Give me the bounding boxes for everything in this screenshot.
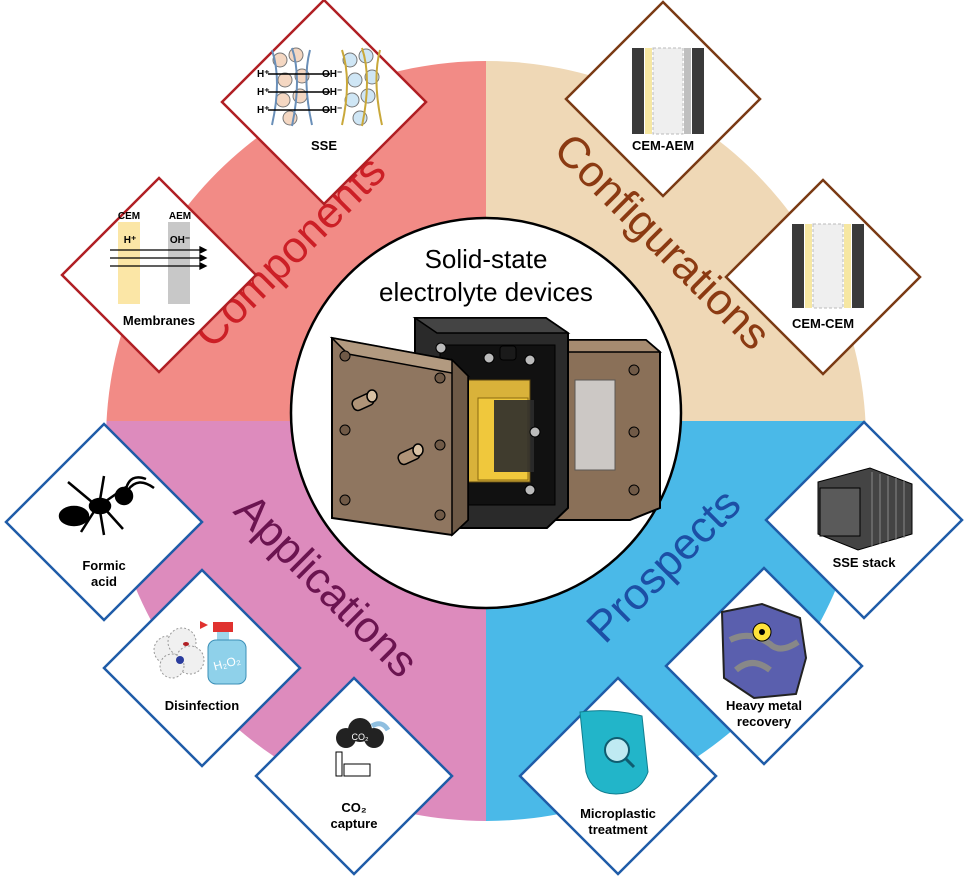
sse-oh-label-1: OH⁻	[322, 69, 342, 80]
sse-label: SSE	[311, 138, 337, 153]
card-disinfection: H₂O₂ Disinfection	[102, 568, 302, 768]
bottle-text: H₂O₂	[212, 653, 242, 674]
heavy-metal-line2: recovery	[737, 714, 792, 729]
factory-icon: CO₂	[335, 718, 391, 777]
germ-cloud-icon	[153, 627, 205, 679]
card-formic-acid: Formic acid	[4, 422, 204, 622]
membranes-aem-label: AEM	[169, 211, 191, 222]
co2-cloud-text: CO₂	[352, 732, 370, 742]
disinfection-label: Disinfection	[165, 698, 239, 713]
cem-aem-label: CEM-AEM	[632, 138, 694, 153]
center-title-line2: electrolyte devices	[379, 277, 593, 307]
ant-icon	[58, 475, 155, 536]
membranes-cem-label: CEM	[118, 211, 140, 222]
cem-aem-illustration	[632, 47, 704, 135]
formic-acid-line1: Formic	[82, 558, 125, 573]
card-cem-aem: CEM-AEM	[564, 0, 762, 198]
microplastic-line2: treatment	[588, 822, 648, 837]
water-drop-icon	[579, 710, 649, 795]
formic-acid-line2: acid	[91, 574, 117, 589]
sse-oh-label-2: OH⁻	[322, 87, 342, 98]
sse-stack-label: SSE stack	[833, 555, 897, 570]
card-sse: H⁺ H⁺ H⁺ OH⁻ OH⁻ OH⁻ SSE	[220, 0, 428, 206]
membranes-h-label: H⁺	[124, 235, 137, 246]
cem-cem-label: CEM-CEM	[792, 316, 854, 331]
card-membranes: CEM AEM H⁺ OH⁻ Membranes	[60, 176, 258, 374]
heavy-metal-line1: Heavy metal	[726, 698, 802, 713]
sse-h-label-2: H⁺	[257, 87, 270, 98]
center-title-line1: Solid-state	[425, 244, 548, 274]
card-microplastic: Microplastic treatment	[518, 676, 718, 876]
spray-bottle-icon: H₂O₂	[200, 621, 247, 685]
card-heavy-metal: Heavy metal recovery	[664, 566, 864, 766]
card-cem-cem: CEM-CEM	[724, 178, 922, 376]
membranes-oh-label: OH⁻	[170, 235, 190, 246]
device-illustration	[329, 317, 663, 537]
sse-h-label-3: H⁺	[257, 105, 270, 116]
stack-icon	[817, 467, 913, 551]
card-sse-stack: SSE stack	[764, 420, 964, 620]
co2-capture-line1: CO₂	[341, 800, 367, 815]
metal-rock-icon	[720, 602, 808, 700]
sse-oh-label-3: OH⁻	[322, 105, 342, 116]
membranes-label: Membranes	[123, 313, 195, 328]
microplastic-line1: Microplastic	[580, 806, 656, 821]
card-co2-capture: CO₂ CO₂ capture	[254, 676, 454, 876]
co2-capture-line2: capture	[331, 816, 378, 831]
sse-structure-illustration: H⁺ H⁺ H⁺ OH⁻ OH⁻ OH⁻	[257, 47, 383, 127]
cem-cem-illustration	[792, 223, 864, 309]
sse-h-label-1: H⁺	[257, 69, 270, 80]
